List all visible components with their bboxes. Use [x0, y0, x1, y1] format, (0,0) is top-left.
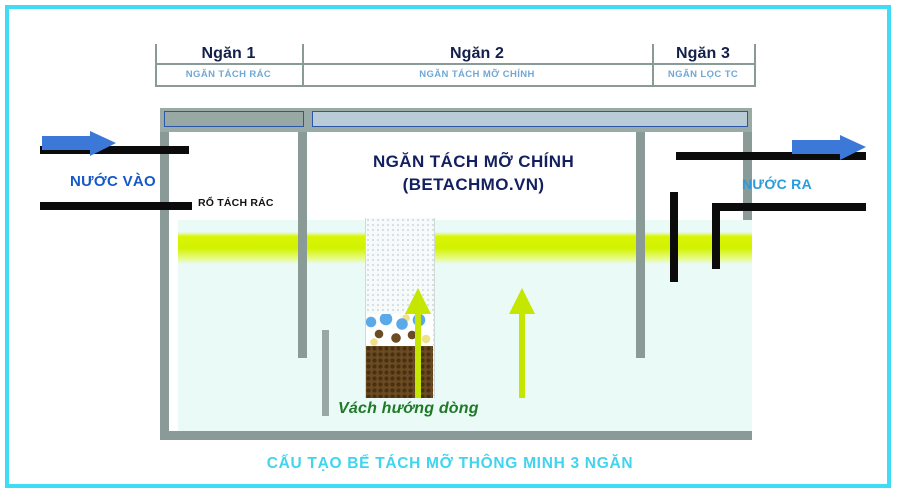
main-chamber-title: NGĂN TÁCH MỠ CHÍNH (BETACHMO.VN) — [373, 152, 574, 195]
outlet-pipe-riser — [712, 203, 720, 269]
inlet-pipe-top — [40, 146, 189, 154]
main-chamber-title-line2: (BETACHMO.VN) — [402, 175, 545, 194]
outlet-pipe-top — [676, 152, 866, 160]
tank-shell-walls — [160, 132, 752, 440]
flow-guide-baffle — [322, 330, 329, 416]
debris-basket — [365, 218, 435, 398]
chamber-2-title: Ngăn 2 — [450, 45, 504, 62]
divider-wall-chamber2-3 — [636, 132, 645, 358]
lid-access-panel-1 — [164, 111, 304, 127]
flow-arrow-up-1-icon — [405, 288, 431, 398]
dimension-tick-2 — [652, 44, 654, 85]
outlet-pipe-bottom — [712, 203, 866, 211]
grease-trap-tank — [160, 108, 752, 440]
inlet-label: NƯỚC VÀO — [70, 173, 156, 190]
dimension-line-lower — [155, 85, 756, 87]
dimension-line-upper — [155, 63, 756, 65]
chamber-1-title: Ngăn 1 — [201, 45, 256, 62]
basket-filter-media — [366, 346, 433, 398]
dimension-tick-0 — [155, 44, 157, 85]
basket-label: RỔ TÁCH RÁC — [198, 197, 274, 209]
outer-frame-border — [5, 5, 891, 488]
outlet-label: NƯỚC RA — [742, 176, 812, 192]
basket-debris-layer — [366, 314, 433, 348]
inlet-flow-arrow-icon — [42, 131, 116, 156]
inlet-pipe-bottom — [40, 202, 192, 210]
lid-access-panel-2 — [312, 111, 748, 127]
chamber-3-title: Ngăn 3 — [676, 45, 730, 62]
grease-layer — [178, 232, 752, 264]
dimension-tick-1 — [302, 44, 304, 85]
divider-wall-chamber1-2 — [298, 132, 307, 358]
baffle-label: Vách hướng dòng — [338, 400, 479, 417]
flow-arrow-up-2-icon — [509, 288, 535, 398]
chamber-3-subtitle: NGĂN LỌC TC — [667, 69, 739, 80]
chamber-2-subtitle: NGĂN TÁCH MỠ CHÍNH — [419, 69, 535, 80]
main-chamber-title-line1: NGĂN TÁCH MỠ CHÍNH — [373, 152, 575, 171]
outlet-baffle-plate — [670, 192, 678, 282]
chamber-1-subtitle: NGĂN TÁCH RÁC — [185, 69, 272, 80]
chamber-dimension-header: Ngăn 1 NGĂN TÁCH RÁC Ngăn 2 NGĂN TÁCH MỠ… — [155, 44, 756, 110]
dimension-tick-3 — [754, 44, 756, 85]
outlet-flow-arrow-icon — [792, 135, 866, 160]
diagram-caption: CẤU TẠO BỂ TÁCH MỠ THÔNG MINH 3 NGĂN — [266, 455, 634, 472]
